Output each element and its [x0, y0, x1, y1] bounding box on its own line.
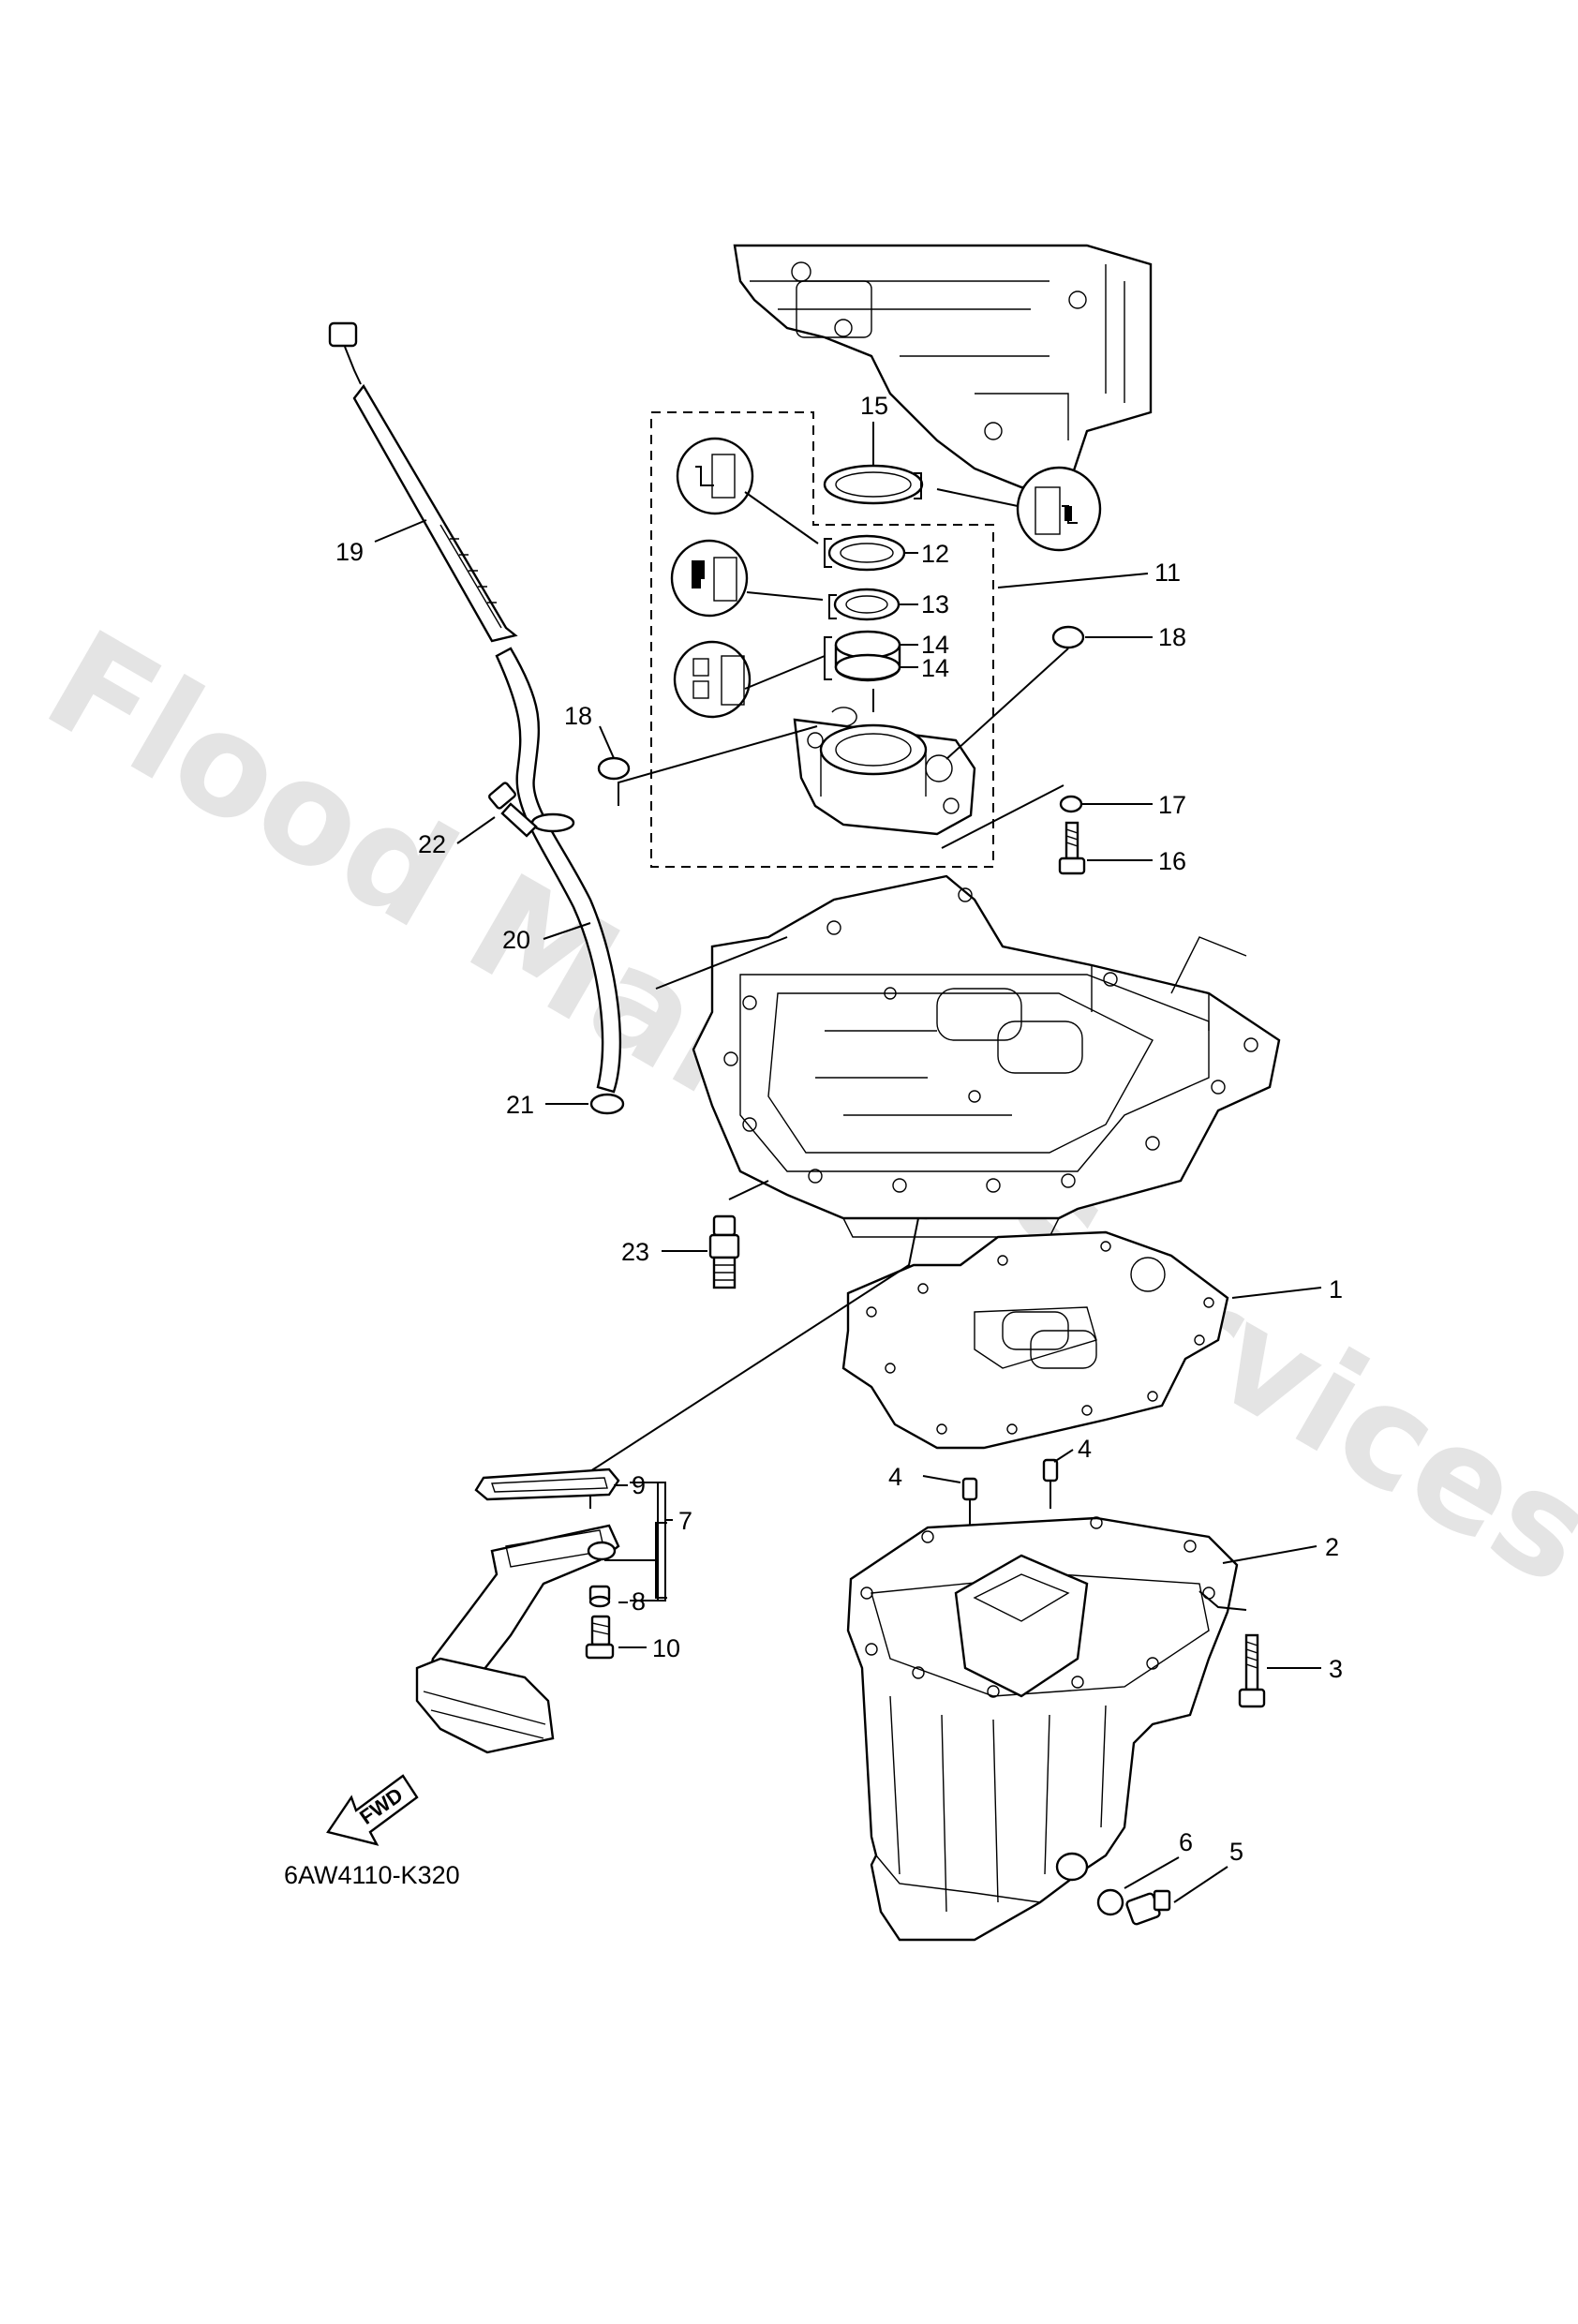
engine-block: [733, 244, 1153, 489]
callout-22: 22: [418, 830, 446, 858]
callout-14: 14: [921, 631, 949, 659]
oil-seal-12: [827, 534, 906, 572]
dipstick-tube-20: [495, 647, 625, 1115]
callout-1: 1: [1329, 1275, 1343, 1304]
bolt-16: [1058, 821, 1086, 875]
seal-orientation-icon: [676, 437, 754, 515]
gasket-1: [841, 1230, 1229, 1450]
callout-17: 17: [1158, 791, 1186, 819]
callout-4: 4: [1078, 1435, 1092, 1463]
exhaust-guide: [692, 874, 1281, 1238]
callout-23: 23: [621, 1238, 649, 1266]
o-ring-18: [1051, 625, 1085, 649]
oil-seal-15: [823, 464, 924, 505]
fwd-arrow-icon: FWD: [326, 1774, 419, 1846]
oil-pan-2: [846, 1516, 1239, 1942]
callout-10: 10: [652, 1634, 680, 1662]
bolt-22: [488, 782, 538, 838]
gasket-6: [1096, 1888, 1124, 1916]
oil-seal-14: [834, 630, 901, 682]
callout-7: 7: [678, 1507, 692, 1535]
callout-14: 14: [921, 654, 949, 682]
sensor-23: [708, 1214, 740, 1289]
drain-plug-5: [1125, 1889, 1171, 1926]
callout-2: 2: [1325, 1533, 1339, 1561]
washer-17: [1059, 795, 1083, 813]
callout-19: 19: [335, 538, 364, 566]
oil-pump-housing: [793, 707, 976, 836]
seal-orientation-icon: [670, 539, 749, 618]
callout-12: 12: [921, 540, 949, 568]
callout-21: 21: [506, 1091, 534, 1119]
seal-orientation-icon: [1016, 466, 1102, 552]
group-11-boundary: [650, 411, 994, 868]
callout-11: 11: [1154, 559, 1181, 587]
callout-15: 15: [860, 392, 888, 420]
callout-20: 20: [502, 926, 530, 954]
callout-6: 6: [1179, 1828, 1193, 1856]
seal-orientation-icon: [673, 640, 752, 719]
callout-9: 9: [632, 1471, 646, 1499]
bolt-3: [1238, 1633, 1266, 1708]
callout-18: 18: [564, 702, 592, 730]
diagram-code: 6AW4110-K320: [284, 1861, 460, 1889]
callout-13: 13: [921, 590, 949, 618]
callout-18: 18: [1158, 623, 1186, 651]
callout-16: 16: [1158, 847, 1186, 875]
o-ring-21: [589, 1093, 625, 1115]
callout-3: 3: [1329, 1655, 1343, 1683]
o-ring-18: [597, 756, 631, 781]
callout-5: 5: [1229, 1838, 1243, 1866]
callout-4: 4: [888, 1463, 902, 1491]
dowel-pin-4: [1042, 1458, 1059, 1509]
callout-labels: 15 12 13 14 14 11 18 18 17 16 19 22 20 2…: [335, 392, 1343, 1866]
oil-strainer-7: [415, 1467, 620, 1754]
oil-seal-13: [833, 588, 901, 621]
dipstick-19: [328, 321, 518, 643]
callout-8: 8: [632, 1587, 646, 1616]
